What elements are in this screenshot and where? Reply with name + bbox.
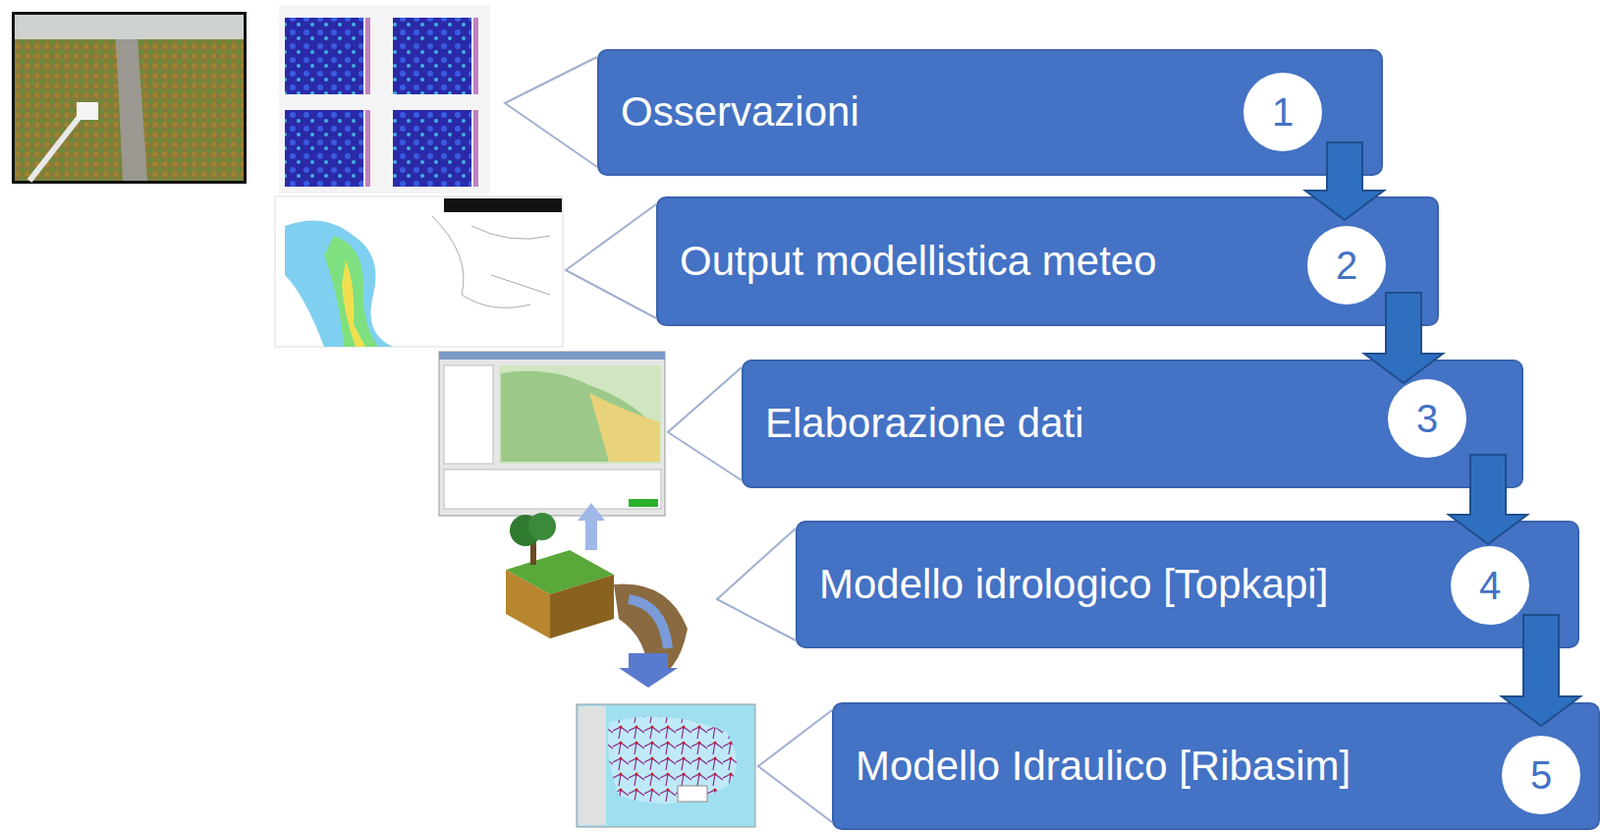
network-map (576, 704, 756, 828)
step-label: Modello Idraulico [Ribasim] (855, 743, 1351, 789)
step-number-circle: 3 (1387, 379, 1467, 458)
process-box: Output modellistica meteo 2 (656, 196, 1439, 327)
step-label: Modello idrologico [Topkapi] (819, 561, 1328, 607)
process-box: Osservazioni 1 (597, 49, 1383, 176)
step-number: 3 (1416, 398, 1438, 439)
step-number-circle: 5 (1501, 735, 1581, 815)
step-number: 2 (1335, 245, 1358, 285)
radar-maps (278, 4, 491, 194)
step-number-circle: 2 (1307, 225, 1386, 305)
step-label: Elaborazione dati (765, 400, 1085, 446)
canal-photo (11, 11, 247, 184)
step-number: 1 (1271, 92, 1294, 132)
step-label: Output modellistica meteo (679, 238, 1158, 284)
step-number: 4 (1479, 565, 1501, 606)
process-box: Modello idrologico [Topkapi] 4 (795, 520, 1580, 649)
software-screenshot (439, 351, 665, 516)
process-box: Elaborazione dati 3 (741, 359, 1524, 489)
step-number-circle: 1 (1243, 72, 1323, 152)
process-box: Modello Idraulico [Ribasim] 5 (831, 702, 1600, 830)
weather-model-map (275, 196, 563, 347)
step-number-circle: 4 (1450, 546, 1530, 625)
step-number: 5 (1530, 755, 1552, 795)
hydrology-icon (505, 502, 688, 688)
step-label: Osservazioni (620, 89, 860, 135)
